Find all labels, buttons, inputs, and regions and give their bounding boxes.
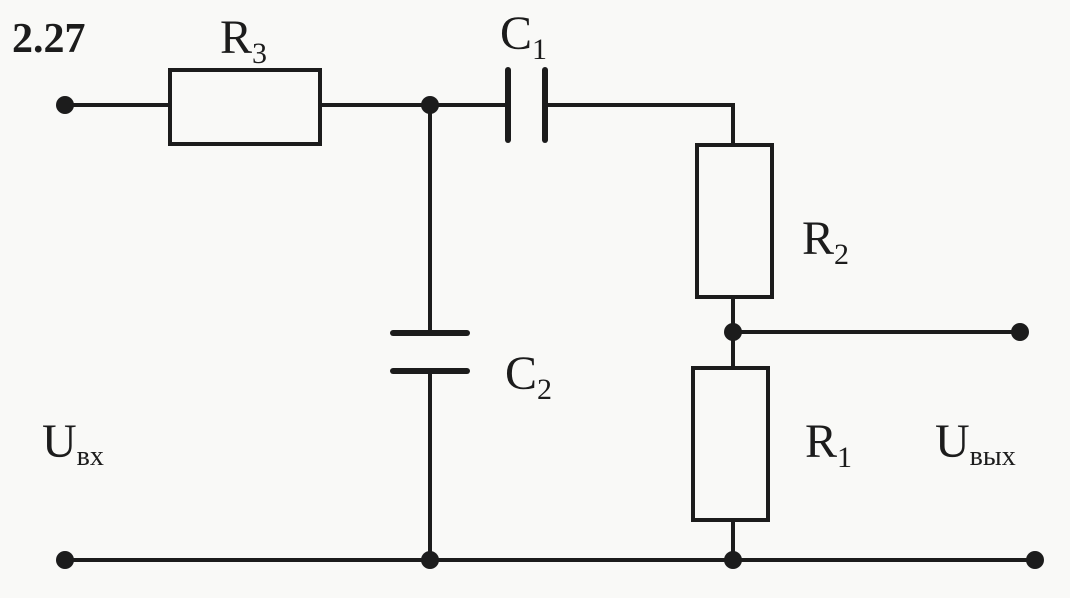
resistor-r2 — [695, 143, 774, 299]
label-r2-index: 2 — [834, 238, 850, 271]
label-r1-letter: R — [805, 415, 838, 468]
junction-node-tap — [724, 323, 742, 341]
junction-node-r1-ground — [724, 551, 742, 569]
label-c1-letter: C — [500, 7, 533, 60]
junction-node-c2-ground — [421, 551, 439, 569]
label-c2-letter: C — [505, 347, 538, 400]
label-output-voltage: Uвых — [935, 418, 1016, 471]
label-output-voltage-letter: U — [935, 415, 970, 468]
label-c2-index: 2 — [537, 373, 553, 406]
label-r3: R3 — [220, 14, 267, 69]
output-terminal-bottom — [1026, 551, 1044, 569]
label-r1: R1 — [805, 418, 852, 473]
problem-number: 2.27 — [12, 16, 86, 62]
label-input-voltage-subscript: вх — [76, 441, 104, 472]
resistor-r1 — [691, 366, 770, 522]
label-r2: R2 — [802, 215, 849, 270]
resistor-r3 — [168, 68, 322, 146]
input-terminal-bottom — [56, 551, 74, 569]
label-c2: C2 — [505, 350, 552, 405]
label-r3-index: 3 — [252, 37, 268, 70]
label-r1-index: 1 — [837, 441, 853, 474]
junction-node-top — [421, 96, 439, 114]
wire-c1-to-r2 — [543, 103, 735, 147]
label-r3-letter: R — [220, 11, 253, 64]
input-terminal-top — [56, 96, 74, 114]
label-input-voltage-letter: U — [42, 415, 77, 468]
label-c1-index: 1 — [532, 33, 548, 66]
label-r2-letter: R — [802, 212, 835, 265]
output-terminal-top — [1011, 323, 1029, 341]
label-input-voltage: Uвх — [42, 418, 104, 471]
label-c1: C1 — [500, 10, 547, 65]
label-output-voltage-subscript: вых — [969, 441, 1016, 472]
